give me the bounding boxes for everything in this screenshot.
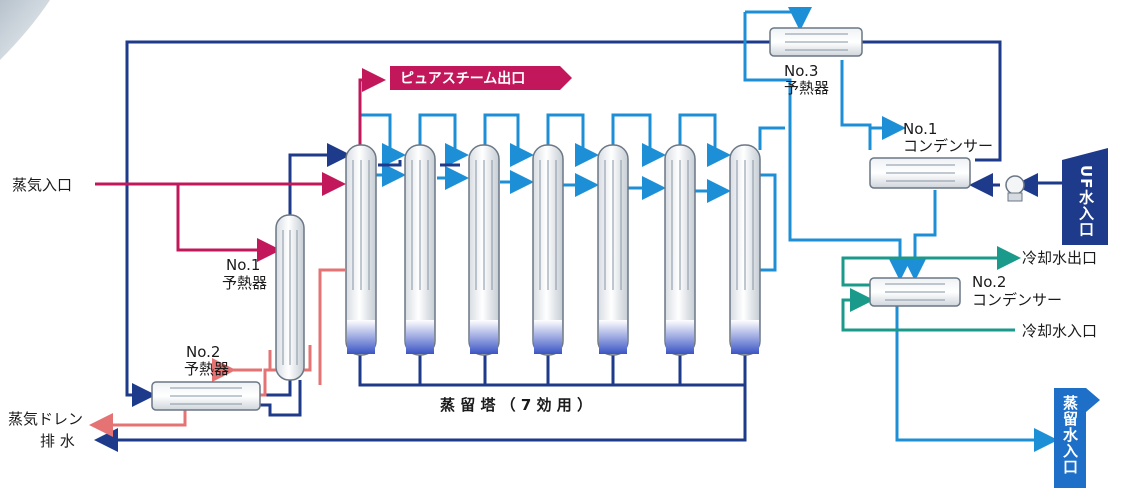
distilled-water-inlet-badge [1054, 388, 1100, 488]
preheater-2 [151, 381, 261, 411]
preheater-3-number: No.3 [784, 62, 818, 80]
column-4 [532, 144, 564, 356]
column-6 [664, 144, 696, 356]
steam-drain-label: 蒸気ドレン [8, 410, 83, 428]
pure-steam-outlet-banner: ピュアスチーム出口 [390, 66, 572, 90]
preheater-1 [275, 214, 305, 381]
column-3 [468, 144, 500, 356]
condenser-2 [869, 277, 961, 307]
preheater-3-name: 予熱器 [784, 79, 829, 97]
condenser-2-number: No.2 [972, 273, 1006, 291]
column-7 [729, 144, 761, 356]
distilled-water-inlet-label: 蒸留水入口 [1061, 394, 1079, 475]
condenser-1 [869, 157, 971, 189]
drain-water-label: 排 水 [40, 432, 75, 450]
distillation-columns [345, 144, 761, 356]
condenser-1-number: No.1 [903, 120, 937, 138]
column-2 [404, 144, 436, 356]
decorative-corner [0, 0, 50, 60]
pump-icon [1005, 175, 1025, 202]
condenser-2-name: コンデンサー [972, 291, 1062, 309]
cooling-water-out-label: 冷却水出口 [1022, 249, 1097, 267]
column-caption: 蒸 留 塔 （ 7 効 用 ） [440, 396, 592, 414]
preheater-1-number: No.1 [226, 256, 260, 274]
preheater-3 [769, 27, 863, 57]
column-5 [597, 144, 629, 356]
column-1 [345, 144, 377, 356]
preheater-2-name: 予熱器 [184, 360, 229, 378]
condenser-1-name: コンデンサー [903, 137, 993, 155]
uf-water-inlet-label: UF水入口 [1077, 165, 1095, 237]
cooling-water-in-label: 冷却水入口 [1022, 322, 1097, 340]
preheater-2-number: No.2 [186, 343, 220, 361]
pure-steam-outlet-label: ピュアスチーム出口 [400, 70, 525, 87]
piping [89, 7, 1062, 452]
steam-inlet-label: 蒸気入口 [12, 176, 72, 194]
uf-water-inlet-badge [1062, 148, 1108, 245]
preheater-1-name: 予熱器 [222, 274, 267, 292]
